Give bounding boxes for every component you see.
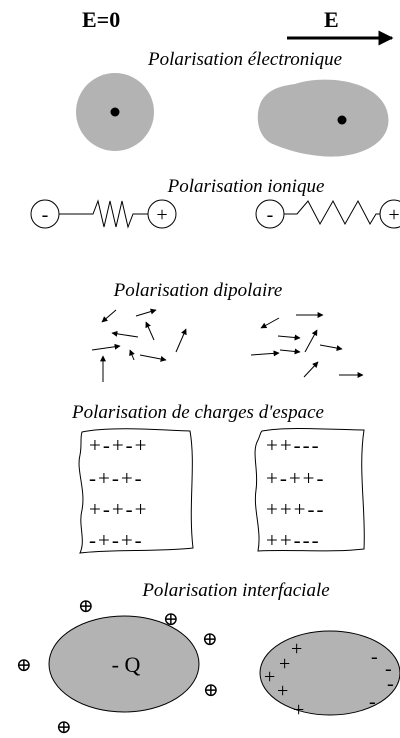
space-charge-left-row: -+-+- [89,466,144,490]
dipole [129,349,135,361]
space-charge-left-row: -+-+- [89,528,144,552]
dipoles-aligned [250,312,364,378]
particle-polarised [259,630,400,716]
field-label: E [324,7,339,32]
plus-charge: + [264,666,275,688]
dipole [277,334,301,341]
space-charge-block-right [254,427,365,552]
minus-charge: - [369,691,376,713]
spring-compressed [59,199,148,229]
space-charge-title: Polarisation de charges d'espace [71,402,324,423]
dipoles-random [91,308,187,382]
ion-pair-stretched: - + [255,199,400,229]
anion-neutral-sign: - [42,204,49,226]
cation-neutral [147,199,177,229]
no-field-label: E=0 [82,7,120,32]
space-charge-left-row: +-+-+ [89,433,149,457]
space-charge-right-row: ++--- [266,433,321,457]
dipole [303,361,319,378]
space-charge-right-row: +++-- [266,497,326,521]
dipole [304,329,318,353]
plus-charge: + [291,638,302,660]
minus-charge: - [385,658,392,680]
nucleus-neutral [110,107,120,117]
ion-icon: ⊕ [203,680,219,701]
dipole [145,321,155,341]
surrounding-ions: ⊕ ⊕ ⊕ ⊕ ⊕ ⊕ [16,596,219,738]
ion-icon: ⊕ [78,596,94,617]
dipole [279,348,301,355]
ion-pair-neutral: - + [30,199,177,229]
particle-neutral [48,615,200,713]
electronic-title: Polarisation électronique [147,49,342,70]
space-charge-right-row: ++--- [266,528,321,552]
dipole [101,309,117,323]
dipole [260,317,280,329]
ionic-title: Polarisation ionique [167,176,325,197]
plus-charge: + [277,680,288,702]
cation-neutral-sign: + [156,204,167,226]
ion-icon: ⊕ [163,609,179,630]
dipole [91,343,121,351]
plus-charge: + [293,699,304,721]
anion-stretched-sign: - [267,204,274,226]
interfacial-title: Polarisation interfaciale [141,580,329,601]
ion-icon: ⊕ [202,629,218,650]
ion-icon: ⊕ [56,717,72,738]
dipolar-title: Polarisation dipolaire [113,280,283,301]
spring-stretched [284,199,380,226]
electron-cloud-deformed [257,79,389,157]
dipole [175,328,187,353]
dipole [111,330,139,338]
minus-charge: - [387,673,394,695]
space-charge-right-row: +-++- [266,466,326,490]
dipole [250,350,280,357]
dipole [139,354,167,362]
plus-charge: + [279,653,290,675]
cation-stretched-sign: + [388,204,399,226]
ion-icon: ⊕ [16,655,32,676]
space-charge-block-left [78,428,194,554]
cation-stretched [379,199,400,229]
nucleus-displaced [337,115,347,125]
dipole [135,308,157,317]
polarised-charges: + + + + + - - - - [264,638,394,721]
space-charge-left-row: +-+-+ [89,497,149,521]
minus-charge: - [371,646,378,668]
particle-charge-label: - Q [112,652,141,677]
dipole [319,344,343,351]
